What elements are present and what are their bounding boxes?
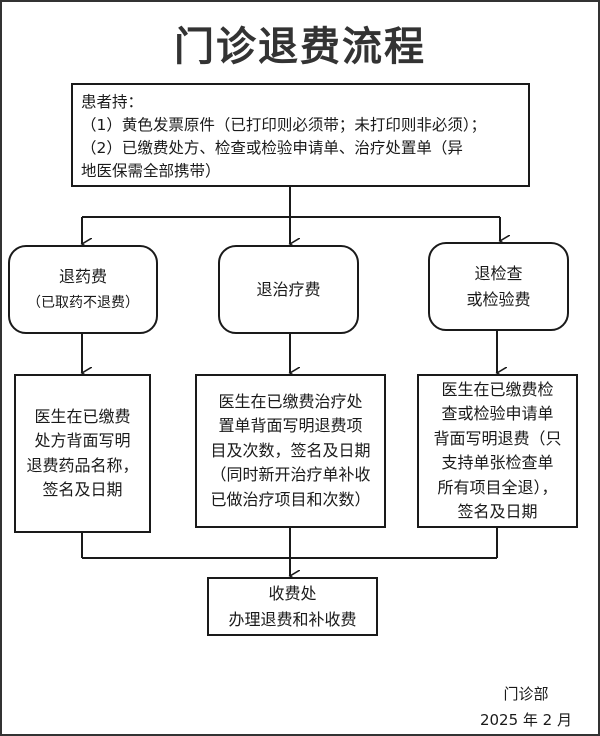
- footer-date: 2025 年 2 月: [479, 711, 572, 729]
- page-title: 门诊退费流程: [174, 24, 426, 70]
- category-title: 退检查: [474, 263, 523, 283]
- footer: 门诊部 2025 年 2 月: [480, 681, 572, 733]
- category-title: 退药费: [58, 266, 107, 286]
- cashier-title: 收费处: [268, 583, 317, 603]
- detail-line: 支持单张检查单: [441, 453, 554, 472]
- category-exam-refund: 退检查 或检验费: [428, 242, 569, 331]
- detail-line: 所有项目全退），: [437, 477, 558, 497]
- detail-line: 签名及日期: [42, 480, 123, 499]
- detail-line: 已做治疗项目和次数）: [210, 489, 371, 509]
- detail-line: （同时新开治疗单补收: [210, 465, 371, 485]
- detail-line: 背面写明退费（只: [433, 428, 562, 448]
- detail-line: 置单背面写明退费项: [218, 416, 363, 436]
- detail-line: 处方背面写明: [34, 431, 131, 450]
- detail-line: 退费药品名称，: [26, 455, 139, 475]
- patient-line-3: 地医保需全部携带）: [81, 162, 221, 180]
- detail-line: 医生在已缴费: [34, 406, 131, 426]
- patient-requirements-box: 患者持： （1）黄色发票原件（已打印则必须带；未打印则非必须）； （2）已缴费处…: [71, 83, 530, 187]
- detail-line: 查或检验申请单: [441, 404, 554, 423]
- category-drug-refund: 退药费 （已取药不退费）: [8, 245, 158, 334]
- patient-line-1: （1）黄色发票原件（已打印则必须带；未打印则非必须）；: [81, 116, 487, 134]
- detail-line: 签名及日期: [457, 502, 538, 521]
- category-treatment-refund: 退治疗费: [218, 245, 359, 334]
- patient-line-2: （2）已缴费处方、检查或检验申请单、治疗处置单（异: [81, 139, 463, 157]
- detail-line: 医生在已缴费治疗处: [218, 391, 363, 411]
- patient-heading: 患者持：: [81, 93, 144, 111]
- footer-department: 门诊部: [503, 685, 549, 703]
- detail-exam-box: 医生在已缴费检 查或检验申请单 背面写明退费（只 支持单张检查单 所有项目全退）…: [417, 374, 578, 528]
- category-subtitle: （已取药不退费）: [27, 294, 139, 311]
- detail-line: 医生在已缴费检: [441, 379, 554, 399]
- category-title-line2: 或检验费: [466, 289, 531, 309]
- cashier-box: 收费处 办理退费和补收费: [207, 577, 378, 636]
- detail-treatment-box: 医生在已缴费治疗处 置单背面写明退费项 目及次数，签名及日期 （同时新开治疗单补…: [195, 374, 386, 528]
- detail-drug-box: 医生在已缴费 处方背面写明 退费药品名称， 签名及日期: [14, 374, 151, 533]
- category-title: 退治疗费: [256, 279, 321, 299]
- detail-line: 目及次数，签名及日期: [210, 440, 371, 460]
- cashier-action: 办理退费和补收费: [228, 609, 357, 629]
